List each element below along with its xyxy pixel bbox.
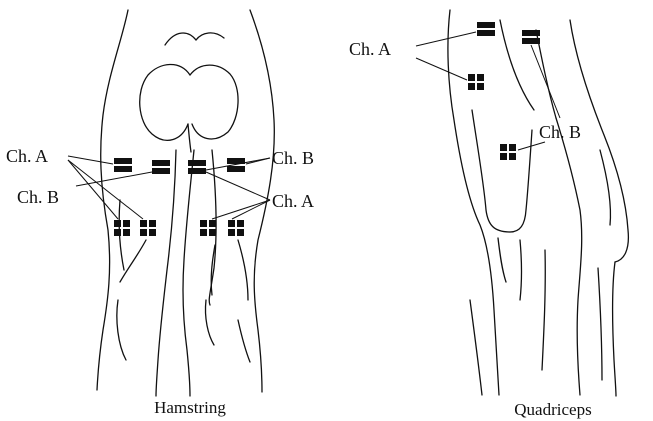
hamstring-figure: Ch. A Ch. B Ch. B Ch. A Hamstring — [6, 10, 314, 417]
ch-b-label-left: Ch. B — [17, 187, 59, 207]
quadriceps-caption: Quadriceps — [514, 400, 591, 419]
electrode-pad-ham-7 — [200, 220, 216, 236]
ch-a-label-left: Ch. A — [6, 146, 48, 166]
electrode-pad-quad-4 — [500, 144, 516, 160]
ch-b-label-right: Ch. B — [272, 148, 314, 168]
hamstring-body-outline — [97, 10, 274, 396]
ch-a-label-right: Ch. A — [272, 191, 314, 211]
electrode-pad-ham-1 — [114, 158, 132, 172]
electrode-pad-ham-2 — [152, 160, 170, 174]
electrode-pad-quad-3 — [468, 74, 484, 90]
electrode-pad-ham-4 — [227, 158, 245, 172]
electrode-pad-ham-3 — [188, 160, 206, 174]
ch-a-label-quad: Ch. A — [349, 39, 391, 59]
quadriceps-body-outline — [448, 10, 628, 396]
electrode-pad-ham-6 — [140, 220, 156, 236]
hamstring-caption: Hamstring — [154, 398, 226, 417]
ch-b-label-quad: Ch. B — [539, 122, 581, 142]
quadriceps-electrodes — [468, 22, 540, 160]
electrode-pad-ham-8 — [228, 220, 244, 236]
quadriceps-figure: Ch. A Ch. B Quadriceps — [349, 10, 628, 419]
hamstring-electrodes-distal — [114, 220, 244, 236]
electrode-pad-ham-5 — [114, 220, 130, 236]
electrode-pad-quad-1 — [477, 22, 495, 36]
